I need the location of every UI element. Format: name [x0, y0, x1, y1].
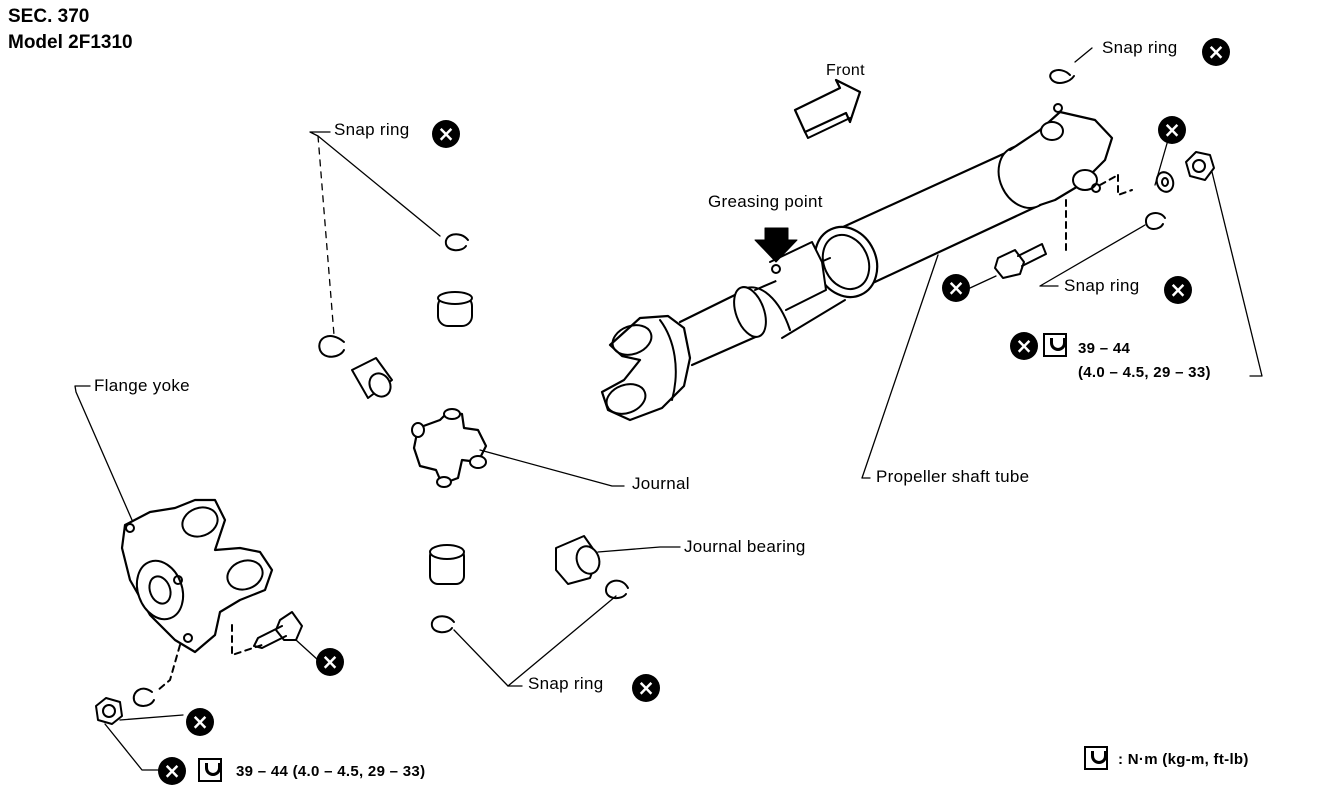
- x-circle-icon: ×: [1010, 332, 1038, 360]
- journal-kit: [318, 233, 629, 634]
- torque-bottom: 39 – 44 (4.0 – 4.5, 29 – 33): [236, 763, 426, 780]
- snap-ring-label-bottom: Snap ring: [528, 674, 604, 693]
- snap-ring-label-mid-right: Snap ring: [1064, 276, 1140, 295]
- wrench-icon: [1084, 746, 1108, 770]
- torque-right-line1: 39 – 44: [1078, 340, 1131, 357]
- section-number: SEC. 370: [8, 6, 90, 27]
- x-circle-icon: ×: [186, 708, 214, 736]
- torque-right-line2: (4.0 – 4.5, 29 – 33): [1078, 364, 1211, 381]
- snap-ring-label-top-left: Snap ring: [334, 120, 410, 139]
- propeller-shaft-tube-label: Propeller shaft tube: [876, 467, 1030, 486]
- x-circle-icon: ×: [632, 674, 660, 702]
- greasing-point-arrow-icon: [754, 227, 798, 263]
- flange-yoke-label: Flange yoke: [94, 376, 190, 395]
- right-hardware: [994, 69, 1215, 279]
- x-circle-icon: ×: [158, 757, 186, 785]
- x-circle-icon: ×: [1164, 276, 1192, 304]
- journal-bearing-label: Journal bearing: [684, 537, 806, 556]
- wrench-icon: [198, 758, 222, 782]
- leader-lines: [74, 47, 1263, 771]
- snap-ring-label-top-right: Snap ring: [1102, 38, 1178, 57]
- torque-units-legend: : N·m (kg-m, ft-lb): [1118, 751, 1249, 768]
- left-hardware: [95, 687, 155, 725]
- x-circle-icon: ×: [1158, 116, 1186, 144]
- wrench-icon: [1043, 333, 1067, 357]
- front-arrow-icon: [793, 78, 862, 139]
- x-circle-icon: ×: [942, 274, 970, 302]
- x-circle-icon: ×: [432, 120, 460, 148]
- front-label: Front: [826, 62, 865, 79]
- x-circle-icon: ×: [1202, 38, 1230, 66]
- journal-label: Journal: [632, 474, 690, 493]
- x-circle-icon: ×: [316, 648, 344, 676]
- model-number: Model 2F1310: [8, 32, 133, 53]
- greasing-point-label: Greasing point: [708, 192, 823, 211]
- propeller-shaft-assembly: [600, 103, 1114, 422]
- flange-yoke-part: [120, 498, 303, 691]
